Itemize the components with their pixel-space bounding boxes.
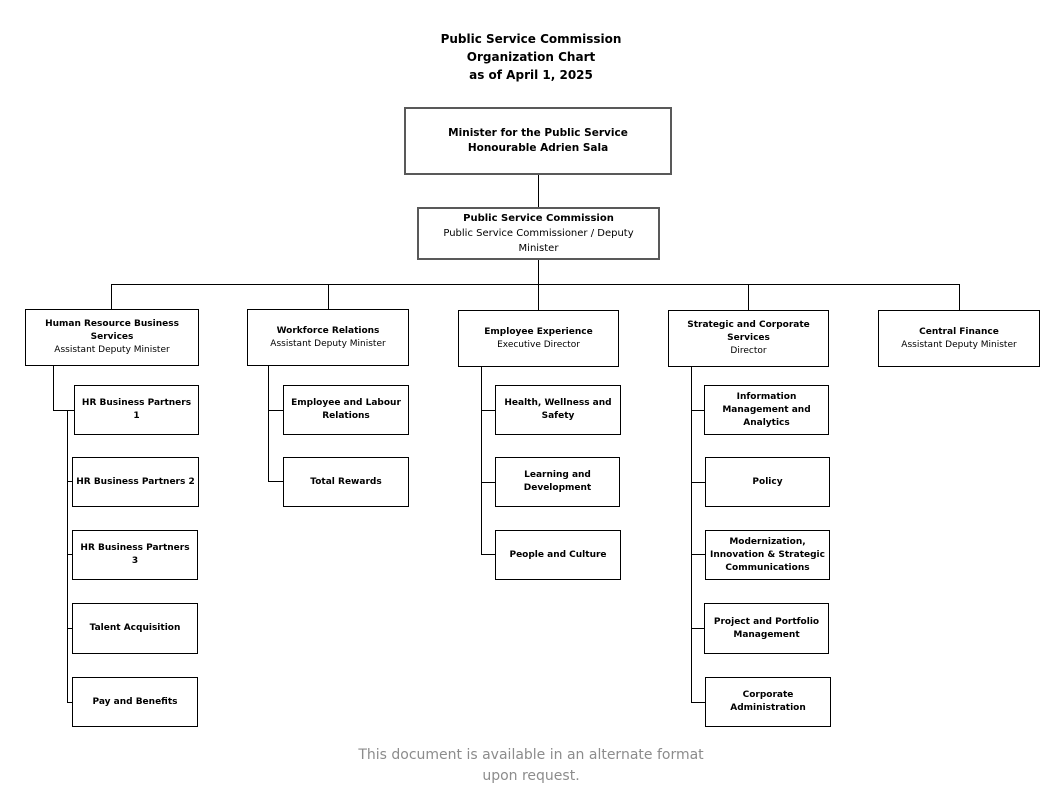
alternate-format-note: This document is available in an alterna… — [0, 745, 1062, 787]
unit-box-information-management: Information Management and Analytics — [704, 385, 829, 435]
unit-box-hr-business-partners-1: HR Business Partners 1 — [74, 385, 199, 435]
connector-minister-commission — [538, 174, 539, 208]
connector-strategic-unit-3 — [691, 554, 705, 555]
unit-box-total-rewards: Total Rewards — [283, 457, 409, 507]
commission-subtitle: Public Service Commissioner / Deputy Min… — [443, 228, 634, 254]
unit-box-talent-acquisition: Talent Acquisition — [72, 603, 198, 654]
unit-box-hr-business-partners-3: HR Business Partners 3 — [72, 530, 198, 580]
connector-strategic-unit-2 — [691, 482, 705, 483]
connector-workforce-unit-1 — [268, 410, 284, 411]
division-box-employee-experience: Employee Experience Executive Director — [458, 310, 619, 367]
division-title: Employee Experience — [484, 326, 593, 337]
connector-commission-bus — [538, 259, 539, 284]
title-line-organization: Public Service Commission — [440, 32, 622, 46]
note-line-2: upon request. — [482, 768, 580, 784]
division-box-central-finance: Central Finance Assistant Deputy Ministe… — [878, 310, 1040, 367]
connector-hr-spine — [67, 410, 68, 703]
connector-hr-unit-2 — [67, 481, 73, 482]
commission-box: Public Service Commission Public Service… — [417, 207, 660, 260]
unit-box-policy: Policy — [705, 457, 830, 507]
connector-hr-drop — [53, 366, 54, 410]
chart-title: Public Service Commission Organization C… — [0, 30, 1062, 84]
connector-finance-division — [959, 284, 960, 310]
connector-hr-unit-3 — [67, 554, 73, 555]
connector-hr-unit-1 — [53, 410, 74, 411]
division-role: Director — [730, 346, 767, 356]
connector-hr-unit-5 — [67, 702, 73, 703]
minister-title: Minister for the Public Service — [448, 127, 628, 139]
division-title: Workforce Relations — [276, 325, 380, 336]
commission-title: Public Service Commission — [463, 213, 614, 224]
connector-strategic-unit-5 — [691, 702, 705, 703]
connector-division-bus — [111, 284, 959, 285]
unit-box-hr-business-partners-2: HR Business Partners 2 — [72, 457, 199, 507]
unit-box-learning-development: Learning and Development — [495, 457, 620, 507]
title-line-chart: Organization Chart — [466, 50, 596, 64]
division-role: Assistant Deputy Minister — [270, 338, 386, 349]
division-box-workforce-relations: Workforce Relations Assistant Deputy Min… — [247, 309, 409, 366]
connector-strategic-unit-4 — [691, 628, 705, 629]
division-box-strategic-corporate: Strategic and Corporate Services Directo… — [668, 310, 829, 367]
unit-box-pay-and-benefits: Pay and Benefits — [72, 677, 198, 727]
unit-box-health-wellness-safety: Health, Wellness and Safety — [495, 385, 621, 435]
unit-box-employee-labour-relations: Employee and Labour Relations — [283, 385, 409, 435]
connector-hr-division — [111, 284, 112, 309]
division-title: Strategic and Corporate Services — [687, 320, 810, 343]
title-line-date: as of April 1, 2025 — [469, 68, 593, 82]
connector-workforce-division — [328, 284, 329, 309]
division-box-human-resource: Human Resource Business Services Assista… — [25, 309, 199, 366]
division-title: Human Resource Business Services — [45, 319, 179, 342]
connector-experience-unit-2 — [481, 482, 496, 483]
connector-workforce-spine — [268, 366, 269, 481]
division-role: Assistant Deputy Minister — [54, 345, 170, 355]
connector-strategic-spine — [691, 367, 692, 703]
connector-experience-division — [538, 284, 539, 310]
division-role: Executive Director — [497, 339, 580, 350]
connector-experience-unit-3 — [481, 554, 496, 555]
connector-strategic-division — [748, 284, 749, 310]
unit-box-corporate-administration: Corporate Administration — [705, 677, 831, 727]
connector-hr-unit-4 — [67, 628, 73, 629]
connector-strategic-unit-1 — [691, 410, 705, 411]
connector-experience-unit-1 — [481, 410, 496, 411]
minister-name: Honourable Adrien Sala — [467, 142, 609, 154]
division-title: Central Finance — [919, 326, 999, 337]
unit-box-project-portfolio: Project and Portfolio Management — [704, 603, 829, 654]
connector-workforce-unit-2 — [268, 481, 284, 482]
division-role: Assistant Deputy Minister — [901, 339, 1017, 350]
note-line-1: This document is available in an alterna… — [358, 747, 704, 763]
unit-box-people-and-culture: People and Culture — [495, 530, 621, 580]
connector-experience-spine — [481, 367, 482, 555]
minister-box: Minister for the Public Service Honourab… — [404, 107, 672, 175]
unit-box-modernization-innovation: Modernization, Innovation & Strategic Co… — [705, 530, 830, 580]
